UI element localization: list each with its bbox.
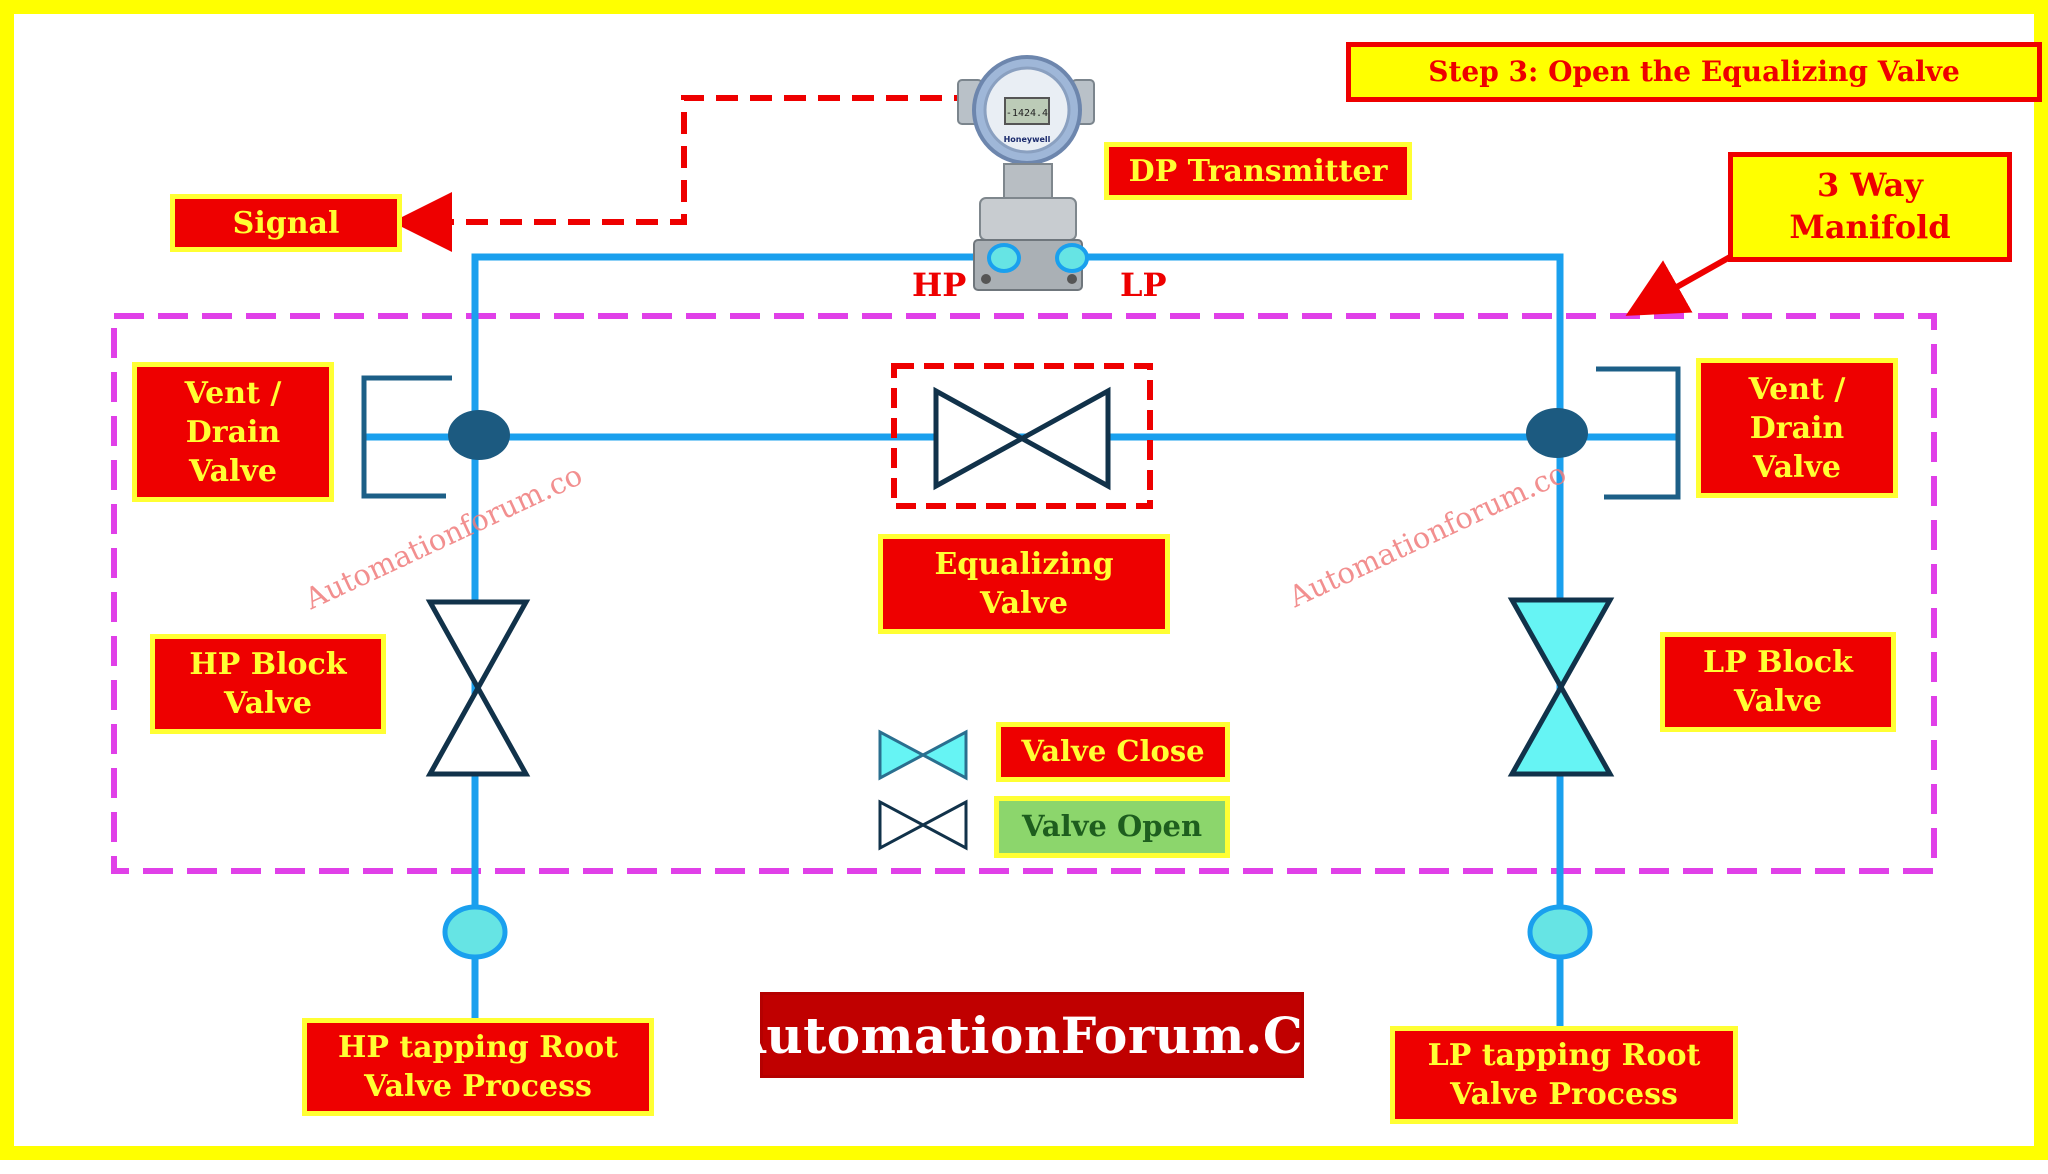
signal-label: Signal <box>170 194 402 252</box>
hp-block-valve-symbol[interactable] <box>425 599 531 777</box>
legend-open-valve-symbol <box>878 799 968 851</box>
hp-block-valve-label: HP Block Valve <box>150 634 386 734</box>
equalizing-valve-text: Equalizing Valve <box>934 547 1114 621</box>
manifold-schematic: -1424.4 Honeywell <box>111 55 1937 1034</box>
lp-block-valve-label: LP Block Valve <box>1660 632 1896 732</box>
hp-root-valve-symbol[interactable] <box>442 904 508 960</box>
dp-transmitter-label: DP Transmitter <box>1104 142 1412 200</box>
vent-drain-label-left: Vent / Drain Valve <box>132 362 334 502</box>
equalizing-valve-highlight <box>891 363 1153 509</box>
hp-port-label: HP <box>912 266 967 304</box>
step-title-text: Step 3: Open the Equalizing Valve <box>1428 54 1960 88</box>
vent-bracket-left <box>361 375 452 499</box>
manifold-text: 3 Way Manifold <box>1789 166 1951 246</box>
tee-junction-left <box>448 410 510 460</box>
lp-root-valve-label: LP tapping Root Valve Process <box>1390 1026 1738 1124</box>
dp-transmitter-device: -1424.4 Honeywell <box>957 55 1095 291</box>
transmitter-display: -1424.4 <box>1006 108 1048 119</box>
vent-drain-left-text: Vent / Drain Valve <box>184 375 282 489</box>
legend-open-text: Valve Open <box>1021 809 1203 844</box>
legend-closed-valve-symbol <box>878 729 968 781</box>
transmitter-brand: Honeywell <box>1004 135 1051 144</box>
signal-line <box>392 95 976 252</box>
hp-root-valve-label: HP tapping Root Valve Process <box>302 1018 654 1116</box>
hp-block-valve-text: HP Block Valve <box>189 647 347 721</box>
legend-close-text: Valve Close <box>1021 734 1205 769</box>
signal-text: Signal <box>232 205 340 241</box>
vent-drain-label-right: Vent / Drain Valve <box>1696 358 1898 498</box>
lp-block-valve-symbol[interactable] <box>1507 597 1615 777</box>
hp-root-valve-text: HP tapping Root Valve Process <box>337 1030 619 1104</box>
manifold-pointer-arrow <box>1625 254 1732 316</box>
manifold-boundary <box>111 313 1937 874</box>
legend-close-label: Valve Close <box>996 722 1230 782</box>
impulse-piping <box>364 253 1680 1034</box>
vent-bracket-right <box>1596 366 1681 500</box>
dp-transmitter-text: DP Transmitter <box>1128 153 1388 189</box>
lp-block-valve-text: LP Block Valve <box>1703 645 1853 719</box>
equalizing-valve-label: Equalizing Valve <box>878 534 1170 634</box>
step-title-label: Step 3: Open the Equalizing Valve <box>1346 42 2042 102</box>
vent-drain-right-text: Vent / Drain Valve <box>1748 371 1846 485</box>
lp-port-symbol <box>1055 243 1089 273</box>
brand-banner: AutomationForum.Co <box>727 992 1336 1078</box>
lp-root-valve-text: LP tapping Root Valve Process <box>1427 1038 1701 1112</box>
tee-junction-right <box>1526 408 1588 458</box>
hp-port-symbol <box>987 243 1021 273</box>
lp-root-valve-symbol[interactable] <box>1527 904 1593 960</box>
brand-text: AutomationForum.Co <box>727 1005 1337 1065</box>
equalizing-valve-symbol[interactable] <box>933 386 1111 491</box>
manifold-label: 3 Way Manifold <box>1728 152 2012 262</box>
lp-port-label: LP <box>1120 266 1167 304</box>
legend-open-label: Valve Open <box>994 796 1230 858</box>
